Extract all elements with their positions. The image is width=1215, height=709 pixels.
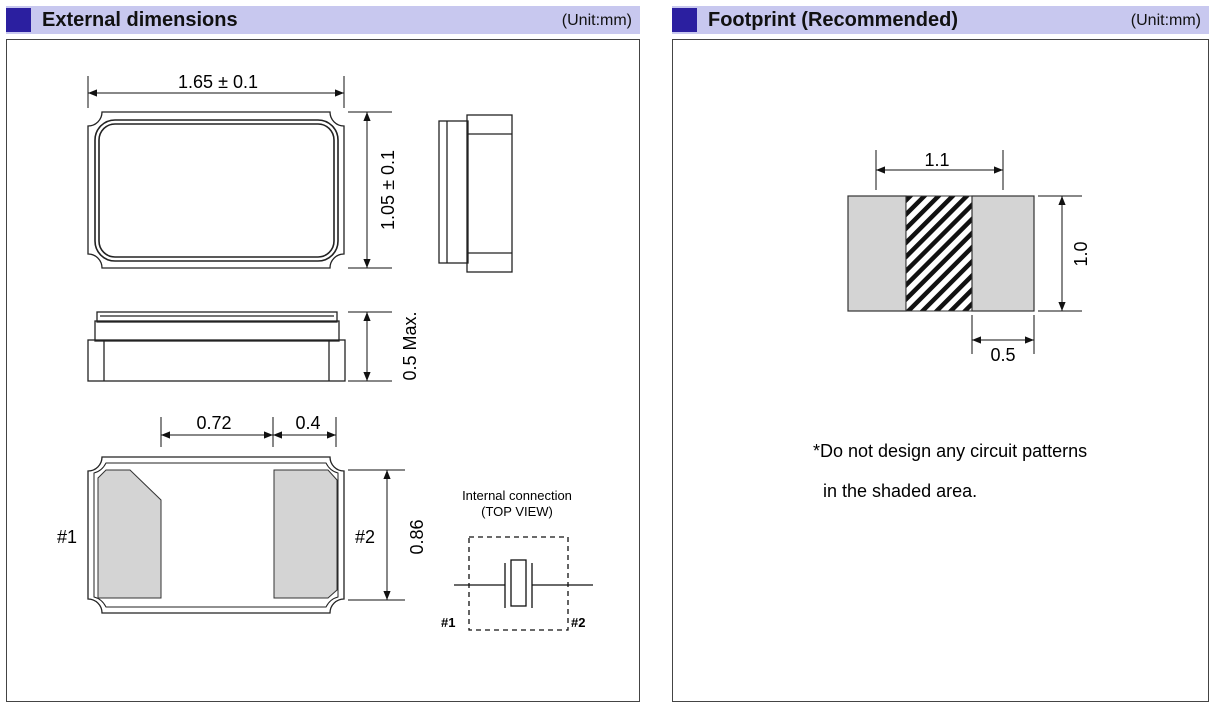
pin1-label: #1	[57, 527, 77, 547]
width-label: 1.05 ± 0.1	[378, 150, 398, 230]
pad-spacing-label: 0.72	[196, 413, 231, 433]
drawing-area	[672, 39, 1209, 702]
header-square-icon	[6, 8, 31, 32]
internal-pin2-label: #2	[571, 615, 585, 630]
pad-height-dimension	[348, 469, 405, 601]
shaded-keepout-area	[905, 195, 973, 312]
height-label: 0.5 Max.	[400, 311, 420, 380]
footprint-panel: Footprint (Recommended) (Unit:mm)	[672, 6, 1209, 702]
footprint-height-dimension	[1038, 195, 1082, 312]
crystal-symbol	[454, 536, 593, 631]
height-dimension	[348, 311, 392, 382]
note-line-1: *Do not design any circuit patterns	[813, 441, 1087, 461]
unit-label: (Unit:mm)	[561, 12, 632, 29]
footprint-pad-right	[971, 195, 1035, 312]
unit-label: (Unit:mm)	[1130, 12, 1201, 29]
panel-header: Footprint (Recommended) (Unit:mm)	[672, 6, 1209, 34]
package-side-view	[438, 114, 513, 273]
pad-2	[273, 469, 338, 599]
package-top-view	[87, 111, 345, 269]
header-square-icon	[672, 8, 697, 32]
pin2-label: #2	[355, 527, 375, 547]
internal-pin1-label: #1	[441, 615, 455, 630]
length-label: 1.65 ± 0.1	[178, 72, 258, 92]
width-dimension	[348, 111, 392, 269]
footprint-spacing-label: 1.1	[924, 150, 949, 170]
footprint-pad-left	[847, 195, 907, 312]
footprint-spacing-dimension	[875, 150, 1004, 190]
package-front-view	[87, 311, 346, 382]
length-dimension	[87, 76, 345, 108]
panel-title: Footprint (Recommended)	[708, 9, 958, 31]
footprint-height-label: 1.0	[1071, 241, 1091, 266]
internal-connection-title: Internal connection	[462, 488, 572, 503]
footprint-pad-width-label: 0.5	[990, 345, 1015, 365]
panel-header: External dimensions (Unit:mm)	[6, 6, 640, 34]
pad-1	[97, 469, 162, 599]
footprint-pad-width-dimension	[971, 315, 1035, 354]
panel-title: External dimensions	[42, 9, 238, 31]
note-line-2: in the shaded area.	[823, 481, 977, 501]
internal-connection-subtitle: (TOP VIEW)	[481, 504, 553, 519]
pad-width-label: 0.4	[295, 413, 320, 433]
pad-height-label: 0.86	[407, 519, 427, 554]
pad-spacing-dimension	[160, 417, 337, 447]
